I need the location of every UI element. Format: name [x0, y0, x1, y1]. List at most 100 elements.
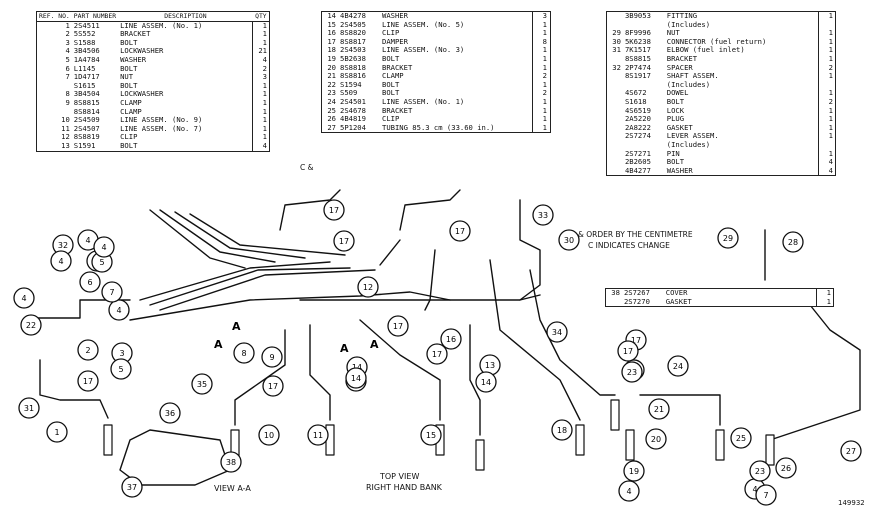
qty-cell: 1	[252, 30, 269, 39]
part-number-cell: 4B4277	[624, 165, 651, 175]
col-part-header: PART NUMBER	[71, 12, 119, 22]
ref-cell: 22	[327, 79, 336, 89]
qty-cell: 1	[818, 37, 835, 47]
qty-cell: 1	[532, 80, 549, 90]
description-cell: NUT	[666, 28, 680, 38]
callout-number: 13	[485, 361, 495, 370]
callout-bubble: 8	[233, 342, 255, 364]
callout-number: 38	[226, 458, 236, 467]
description-cell: LINE ASSEM. (No. 3)	[382, 45, 465, 55]
part-number-cell: 4S6519	[624, 105, 651, 115]
callout-bubble: 16	[440, 328, 462, 350]
fuel-line	[149, 209, 246, 269]
qty-cell: 1	[532, 20, 549, 30]
description-cell: BOLT	[382, 53, 400, 63]
qty-cell: 1	[818, 132, 835, 141]
callout-bubble: 6	[79, 271, 101, 293]
callout-number: 14	[351, 374, 361, 383]
injector-nozzle	[715, 429, 725, 461]
part-number-cell: 8S1917	[624, 71, 651, 81]
qty-cell: 1	[818, 89, 835, 98]
part-number-cell: 8S8816	[340, 71, 366, 81]
description-cell: DAMPER	[382, 36, 408, 46]
callout-number: 22	[26, 321, 36, 330]
part-number-cell: S1618	[624, 96, 647, 106]
qty-cell: 1	[252, 107, 269, 117]
fuel-line	[139, 261, 331, 301]
qty-cell	[818, 20, 835, 30]
description-cell: BOLT	[382, 79, 400, 89]
ref-cell: 12	[61, 132, 70, 142]
description-cell: BOLT	[120, 140, 138, 150]
part-number-cell: 2S7270	[623, 296, 650, 306]
callout-number: 32	[58, 241, 68, 250]
ref-cell	[607, 158, 623, 167]
ref-cell	[607, 98, 623, 107]
part-number-cell: 2A5220	[624, 114, 651, 124]
ref-cell	[607, 141, 623, 150]
callout-number: 29	[723, 234, 733, 243]
callout-bubble: 23	[749, 460, 771, 482]
callout-number: 36	[165, 409, 175, 418]
description-cell: PLUG	[666, 114, 685, 124]
description-cell: CLIP	[120, 132, 138, 142]
part-number-cell: 2S4511	[73, 20, 100, 30]
fuel-line	[129, 291, 451, 321]
fuel-line	[279, 189, 341, 231]
description-cell: LINE ASSEM. (No. 7)	[120, 123, 203, 133]
callout-number: 30	[564, 236, 574, 245]
callout-bubble: 27	[840, 440, 862, 462]
fuel-line	[379, 239, 401, 266]
qty-cell: 3	[252, 73, 269, 82]
qty-cell: 1	[532, 123, 549, 133]
callout-number: 17	[83, 377, 93, 386]
callout-number: 17	[393, 322, 403, 331]
ref-cell	[607, 124, 623, 133]
part-number-cell: 2S4509	[73, 115, 100, 125]
fuel-line	[309, 324, 331, 421]
callout-number: 26	[781, 464, 791, 473]
callout-number: 5	[99, 258, 104, 267]
description-cell: LINE ASSEM. (No. 1)	[120, 20, 203, 30]
qty-cell: 8	[532, 37, 549, 47]
qty-cell: 2	[532, 72, 549, 81]
qty-cell: 2	[532, 89, 549, 98]
qty-cell: 1	[818, 29, 835, 38]
ref-cell	[606, 298, 622, 307]
callout-number: 31	[24, 404, 34, 413]
description-cell: CLIP	[382, 114, 400, 124]
fuel-line	[159, 269, 376, 311]
callout-number: 7	[763, 491, 768, 500]
description-cell: FITTING	[666, 11, 698, 20]
part-number-cell: 2S4507	[73, 123, 100, 133]
callout-number: 17	[455, 227, 465, 236]
part-number-cell: 7K1517	[624, 45, 651, 55]
qty-cell: 4	[818, 157, 835, 167]
callout-number: 23	[627, 368, 637, 377]
part-number-cell: S509	[340, 88, 358, 98]
callout-number: 10	[264, 431, 274, 440]
fuel-line	[639, 394, 721, 426]
part-number-cell: 5K6238	[624, 36, 651, 46]
ref-cell	[607, 107, 623, 116]
ref-cell: 19	[327, 53, 336, 63]
callout-bubble: 37	[121, 476, 143, 498]
ref-cell: 3	[65, 37, 70, 47]
callout-number: 35	[197, 380, 207, 389]
callout-bubble: 18	[551, 419, 573, 441]
figure-number: 149932	[838, 499, 865, 507]
part-number-cell: 3B4504	[73, 89, 100, 99]
